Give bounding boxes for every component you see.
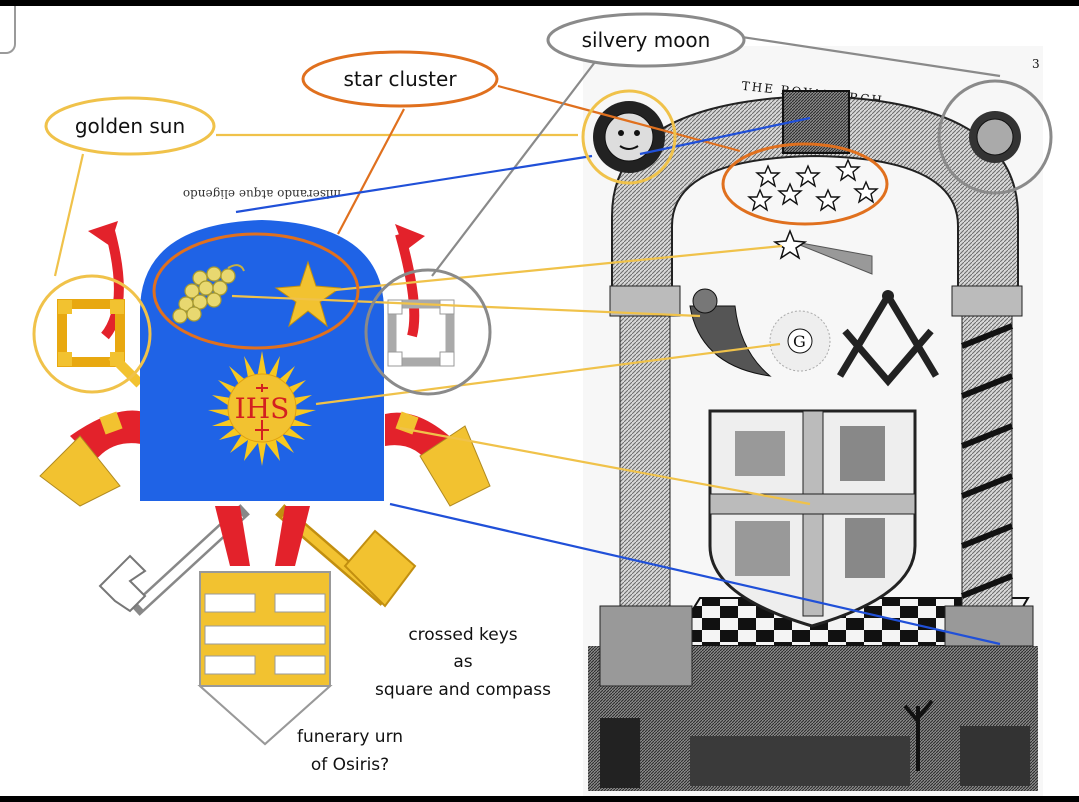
note-funerary-urn: funerary urn of Osiris? (297, 727, 403, 775)
grapes-icon (172, 264, 245, 324)
connector-lines (53, 32, 1001, 646)
right-tassel (419, 425, 491, 507)
shield-star-icon (274, 260, 342, 328)
silver-ornament-circle (364, 268, 492, 396)
royal-arch-engraving: THE ROYAL ARCH. 3 (583, 46, 1043, 796)
note-urn-line2: of Osiris? (311, 755, 389, 775)
comet-tail (789, 240, 873, 275)
left-stone (600, 718, 640, 788)
comet-star-icon (772, 228, 808, 260)
cornucopia (689, 305, 772, 377)
gold-ornament-circle (32, 274, 152, 394)
engraved-shield (708, 409, 917, 628)
right-stone (960, 726, 1030, 786)
callout-silvery-moon-label: silvery moon (582, 28, 711, 52)
note-crossed-keys: crossed keys as square and compass (375, 625, 551, 700)
gold-mitre-ornament (57, 299, 144, 388)
man-quarter (735, 521, 790, 576)
note-urn-line1: funerary urn (297, 727, 403, 747)
ihs-to-glory-link (315, 342, 781, 406)
note-crossed-keys-line1: crossed keys (408, 625, 517, 645)
glory-g-icon: G (769, 310, 831, 372)
sarcophagus (690, 736, 910, 786)
left-tassel (39, 435, 121, 507)
ihs-monogram: IHS (235, 392, 290, 425)
diagram-canvas: THE ROYAL ARCH. 3 (0, 6, 1079, 796)
star-to-comet-link (334, 244, 783, 292)
right-column-twist (960, 323, 1014, 599)
gold-key-bit (343, 529, 417, 608)
right-ribbon (275, 506, 310, 566)
grapes-to-cornucopia-link (231, 294, 701, 318)
lion-quarter (840, 426, 885, 481)
star-cluster-to-arch (497, 84, 741, 153)
mirrored-motto: miserando atque eligendo (183, 187, 341, 201)
sun-to-keystone-link (639, 116, 811, 156)
left-cord-top (88, 221, 118, 246)
left-cross-mark (99, 411, 123, 435)
right-mitre-cord (395, 232, 420, 338)
ox-quarter (735, 431, 785, 476)
callout-circles (32, 79, 1053, 396)
ihs-sun-icon: IHS (208, 351, 316, 466)
engraved-sun-circle (581, 89, 677, 185)
left-capital (609, 285, 681, 317)
left-mitre-cord (100, 229, 124, 340)
engraved-moon-circle (937, 79, 1053, 195)
arch-stars-icon (747, 158, 879, 212)
square-and-compass-icon (836, 290, 940, 387)
eagle-quarter (845, 518, 885, 578)
golden-sun-to-mitre (53, 153, 85, 277)
cross-to-shield-link (399, 426, 811, 506)
callout-silvery-moon: silvery moon (546, 12, 746, 68)
engraving-page-mark: 3 (1032, 57, 1042, 71)
left-ribbon (215, 506, 250, 566)
shield-star-cluster-ellipse (152, 232, 360, 350)
right-column (961, 315, 1013, 607)
svg-text:G: G (793, 332, 806, 351)
note-crossed-keys-line2: as (453, 652, 472, 672)
silvery-moon-to-engraving (721, 32, 1001, 78)
diagram-svg: THE ROYAL ARCH. 3 (32, 12, 1053, 796)
callout-golden-sun: golden sun (44, 96, 216, 156)
coat-of-arms: IHS miserando atque eligendo (39, 187, 491, 746)
engraved-sun-face-icon (593, 101, 665, 173)
callout-star-cluster-label: star cluster (343, 67, 457, 91)
shield-base-to-floor-link (389, 502, 1001, 646)
callout-star-cluster: star cluster (301, 50, 499, 108)
silver-key-bit (98, 554, 147, 613)
note-crossed-keys-line3: square and compass (375, 680, 551, 700)
cornucopia-fruit (692, 288, 718, 314)
right-cord-top (395, 224, 425, 251)
arch-stars-ellipse (721, 142, 889, 226)
star-cluster-to-shield (337, 108, 405, 235)
shield-to-sun-link (235, 154, 593, 214)
window-corner-notch (0, 6, 16, 54)
right-capital (951, 285, 1023, 317)
acacia-sprig (903, 699, 934, 771)
callout-golden-sun-label: golden sun (75, 114, 185, 138)
right-plinth (944, 605, 1034, 647)
engraved-moon-icon (969, 111, 1021, 163)
arch-vault (611, 94, 1019, 307)
funerary-urn (197, 571, 333, 746)
silver-mitre-ornament (387, 299, 455, 367)
left-plinth (599, 605, 693, 687)
